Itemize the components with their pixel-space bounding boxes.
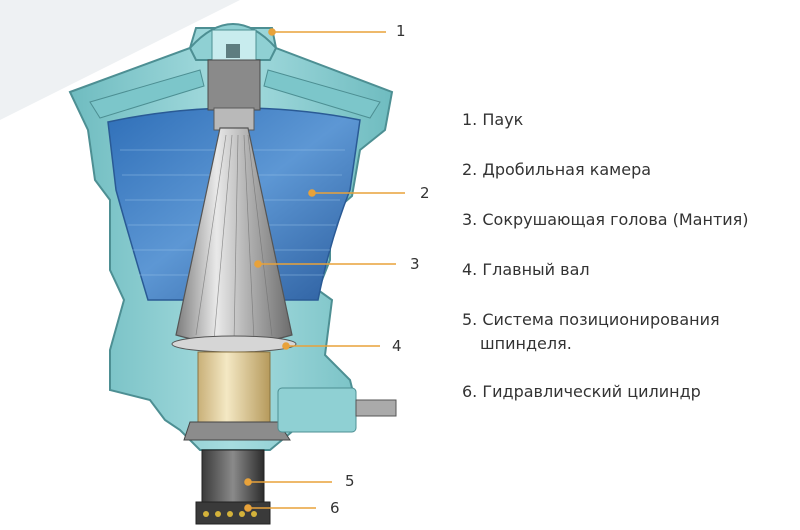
pinion-shaft [355, 399, 397, 417]
spider-arm-left [89, 69, 205, 119]
bevel-gear [183, 421, 291, 441]
leader-dot-6 [244, 504, 252, 512]
mantle-ribs [195, 134, 273, 343]
leader-dot-3 [254, 260, 262, 268]
background-shape [0, 0, 240, 120]
callout-5: 5 [345, 472, 355, 490]
legend-item-crushing-chamber: 2. Дробильная камера [462, 160, 652, 179]
hydraulic-bolts [203, 511, 257, 517]
legend-item-spider: 1. Паук [462, 110, 524, 129]
main-shaft-lower [197, 351, 271, 433]
leader-dot-5 [244, 478, 252, 486]
callout-6: 6 [330, 499, 340, 517]
callout-4: 4 [392, 337, 402, 355]
main-shaft-ring [171, 335, 297, 353]
shaft-top-sleeve [207, 59, 261, 111]
legend-item-crushing-head: 3. Сокрушающая голова (Мантия) [462, 210, 749, 229]
legend-item-spindle-positioning-cont: шпинделя. [480, 334, 572, 353]
spider-bolt [226, 44, 240, 58]
spider-arm-right [263, 69, 381, 119]
callout-2: 2 [420, 184, 430, 202]
leader-dot-4 [282, 342, 290, 350]
leader-lines [244, 28, 405, 512]
legend-item-spindle-positioning: 5. Система позиционирования [462, 310, 720, 329]
legend-item-hydraulic-cylinder: 6. Гидравлический цилиндр [462, 382, 701, 401]
callout-1: 1 [396, 22, 406, 40]
legend-item-main-shaft: 4. Главный вал [462, 260, 590, 279]
callout-3: 3 [410, 255, 420, 273]
shaft-top-collar [213, 107, 255, 131]
spindle-positioning-cylinder [201, 449, 265, 506]
leader-dot-2 [308, 189, 316, 197]
leader-dot-1 [268, 28, 276, 36]
pinion-housing [277, 387, 357, 433]
